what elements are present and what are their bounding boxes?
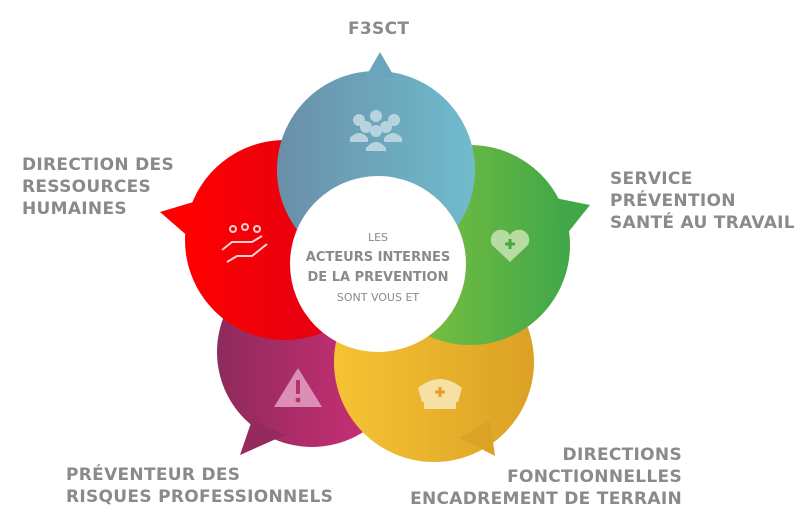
label-line: PRÉVENTION: [610, 191, 736, 211]
label-line: HUMAINES: [22, 199, 127, 219]
label-line: DIRECTION DES: [22, 155, 175, 175]
heart-plus-icon: [490, 229, 530, 262]
nurse-cap-icon: [418, 379, 462, 409]
label-line: PRÉVENTEUR DES: [66, 465, 241, 485]
label-line: RESSOURCES: [22, 177, 152, 197]
center-line-2: ACTEURS INTERNES: [305, 250, 451, 265]
label-prp: PRÉVENTEUR DES RISQUES PROFESSIONNELS: [66, 464, 333, 508]
center-line-3: DE LA PREVENTION: [307, 270, 449, 285]
people-group-icon: [350, 110, 402, 151]
warning-icon: [274, 368, 322, 407]
caring-hand-icon: [221, 223, 268, 263]
center-text: LES ACTEURS INTERNES DE LA PREVENTION SO…: [290, 228, 466, 308]
center-circle: [290, 176, 466, 352]
label-f3sct: F3SCT: [348, 19, 410, 39]
label-line: SANTÉ AU TRAVAIL: [610, 213, 795, 233]
center-line-4: SONT VOUS ET: [336, 291, 420, 304]
center-line-1: LES: [367, 231, 389, 244]
label-directions: DIRECTIONS FONCTIONNELLES ENCADREMENT DE…: [410, 444, 682, 510]
label-spst: SERVICE PRÉVENTION SANTÉ AU TRAVAIL: [610, 168, 795, 234]
label-line: SERVICE: [610, 169, 693, 189]
label-line: DIRECTIONS: [562, 445, 682, 465]
label-line: ENCADREMENT DE TERRAIN: [410, 489, 682, 509]
label-drh: DIRECTION DES RESSOURCES HUMAINES: [22, 154, 174, 220]
label-line: RISQUES PROFESSIONNELS: [66, 487, 334, 507]
label-line: FONCTIONNELLES: [507, 467, 682, 487]
